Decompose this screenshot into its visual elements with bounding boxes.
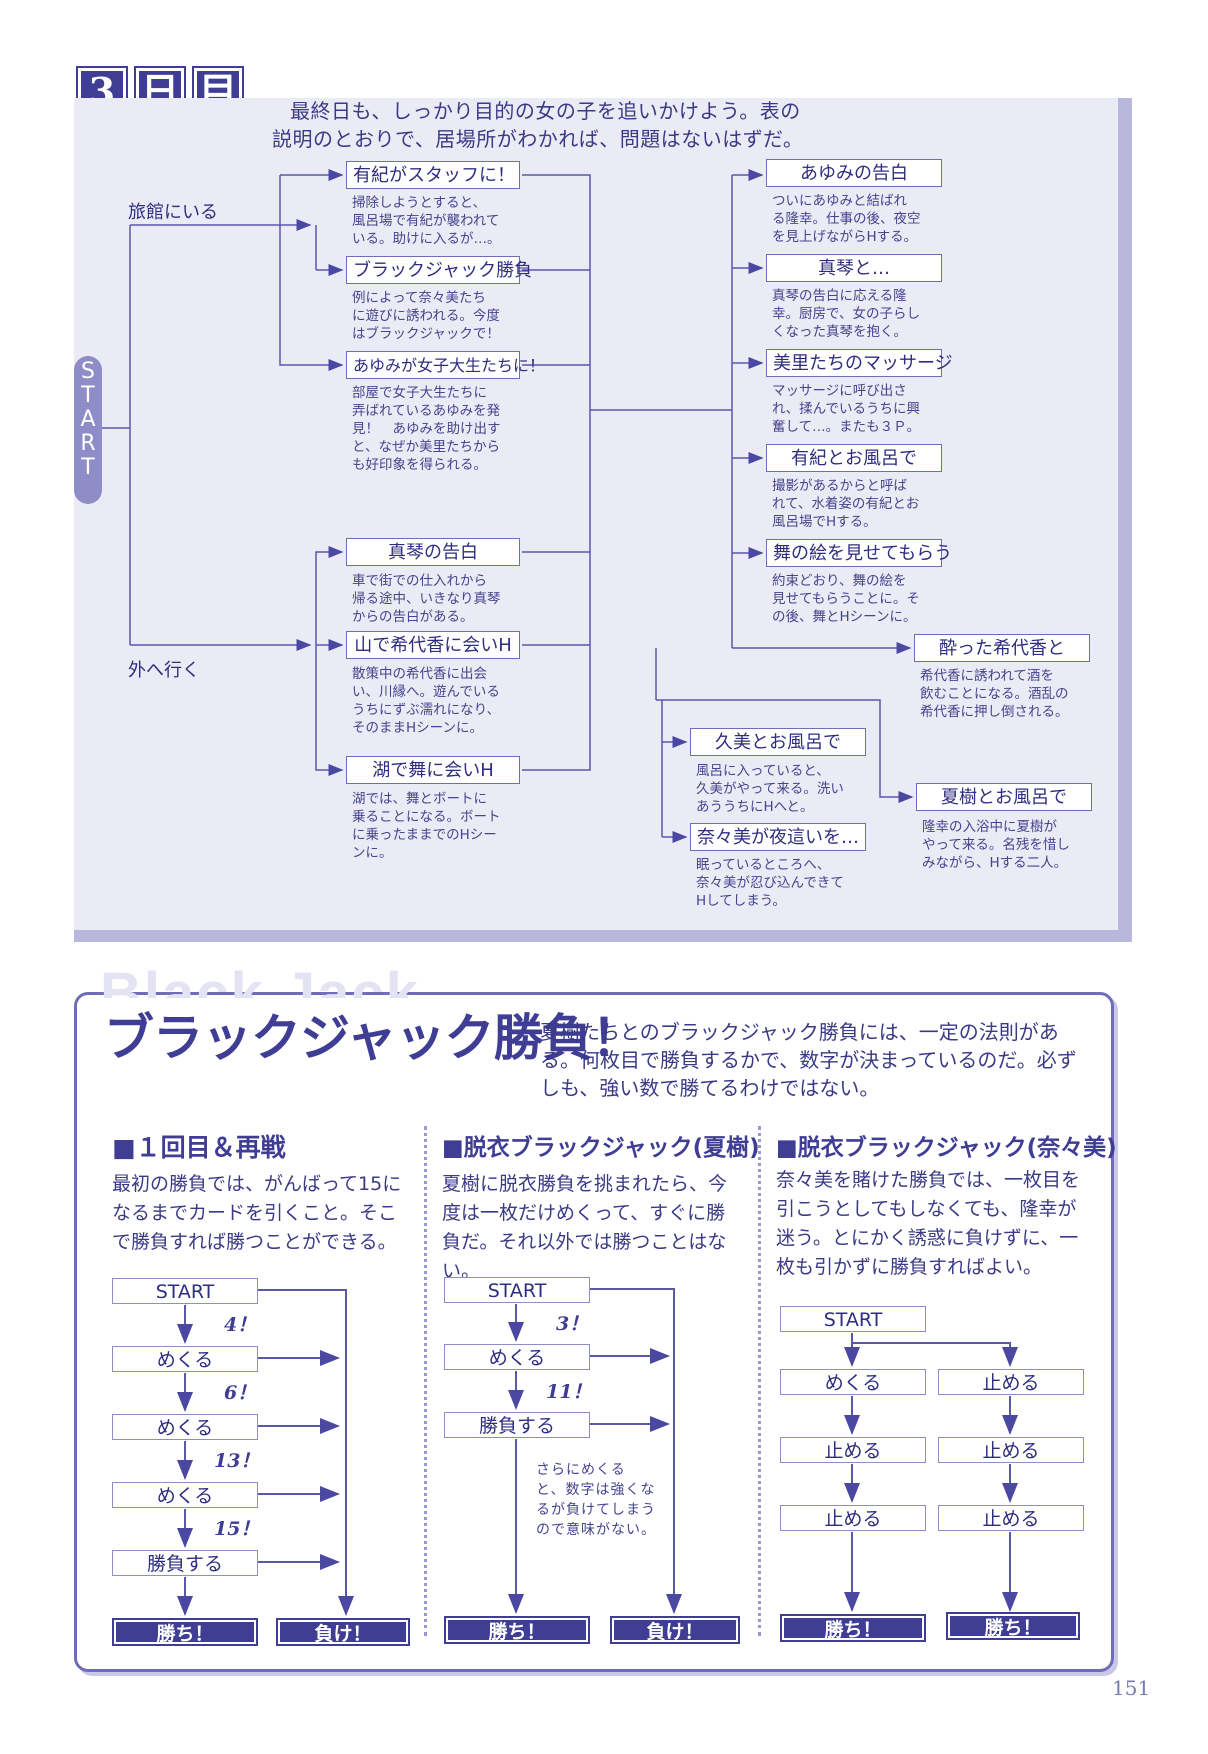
card-count: 15！	[214, 1518, 260, 1540]
branch-label-out: 外へ行く	[128, 660, 200, 681]
ending-description: 撮影があるからと呼ば れて、水着姿の有紀とお 風呂場でHする。	[772, 478, 920, 530]
column-text: 最初の勝負では、がんばって15になるまでカードを引くこと。そこで勝負すれば勝つこ…	[112, 1173, 402, 1253]
ending-node: 舞の絵を見せてもらう	[766, 539, 952, 567]
ending-description: マッサージに呼び出さ れ、揉んでいるうちに興 奮して…。またも３Ｐ。	[772, 383, 921, 435]
event-description: 例によって奈々美たち に遊びに誘われる。今度 はブラックジャックで！	[352, 290, 500, 342]
flow-step: めくる	[112, 1346, 258, 1372]
ending-description: 風呂に入っていると、 久美がやって来る。洗い あううちにHへと。	[696, 763, 844, 815]
ending-description: 約束どおり、舞の絵を 見せてもらうことに。そ の後、舞とHシーンに。	[772, 573, 920, 625]
event-node: 山で希代香に会いH	[346, 631, 520, 659]
ending-node: 美里たちのマッサージ	[766, 349, 953, 377]
flow-step: 勝負する	[444, 1412, 590, 1438]
intro-line-1: 最終日も、しっかり目的の女の子を追いかけよう。表の	[290, 99, 801, 123]
event-description: 散策中の希代香に出会 い、川縁へ。遊んでいる うちにずぶ濡れになり、 そのままH…	[352, 666, 501, 736]
event-node: あゆみが女子大生たちに！	[346, 351, 545, 379]
ending-node: 酔った希代香と	[914, 634, 1090, 662]
flow-step: めくる	[444, 1344, 590, 1370]
panel-shadow	[74, 930, 1132, 942]
card-count: 6！	[224, 1382, 257, 1404]
event-node: 湖で舞に会いH	[346, 756, 520, 784]
column-divider	[758, 1126, 761, 1636]
ending-description: ついにあゆみと結ばれ る隆幸。仕事の後、夜空 を見上げながらHする。	[772, 193, 921, 245]
event-node: ブラックジャック勝負	[346, 256, 532, 284]
column-heading: ■脱衣ブラックジャック(奈々美)	[776, 1135, 1117, 1161]
ending-node: 真琴と…	[766, 254, 942, 282]
column-heading: ■１回目＆再戦	[112, 1133, 286, 1162]
result-win: 勝ち！	[780, 1614, 926, 1642]
card-count: 3！	[556, 1313, 589, 1335]
column-divider	[424, 1126, 427, 1636]
flow-step: めくる	[112, 1482, 258, 1508]
page-number: 151	[1112, 1676, 1151, 1700]
event-description: 部屋で女子大生たちに 弄ばれているあゆみを発 見！ あゆみを助け出す と、なぜか…	[352, 385, 501, 473]
flow-step: 止める	[780, 1437, 926, 1463]
flow-step: めくる	[780, 1369, 926, 1395]
result-win: 勝ち！	[112, 1618, 258, 1646]
card-count: 4！	[224, 1314, 257, 1336]
ending-node: 久美とお風呂で	[690, 728, 866, 756]
ending-node: 有紀とお風呂で	[766, 444, 942, 472]
flow-start: START	[780, 1306, 926, 1332]
flow-start: START	[112, 1278, 258, 1304]
result-lose: 負け！	[610, 1616, 740, 1644]
ending-description: 真琴の告白に応える隆 幸。厨房で、女の子らし くなった真琴を抱く。	[772, 288, 920, 340]
flow-step: 止める	[938, 1369, 1084, 1395]
result-lose: 負け！	[276, 1618, 410, 1646]
event-node: 有紀がスタッフに！	[346, 161, 520, 189]
panel-shadow	[1118, 98, 1132, 940]
branch-label-inn: 旅館にいる	[128, 202, 218, 223]
event-description: 車で街での仕入れから 帰る途中、いきなり真琴 からの告白がある。	[352, 573, 501, 625]
ending-node: 奈々美が夜這いを…	[690, 823, 866, 851]
card-count: 13！	[214, 1450, 260, 1472]
ending-description: 希代香に誘われて酒を 飲むことになる。酒乱の 希代香に押し倒される。	[920, 668, 1069, 720]
ending-node: 夏樹とお風呂で	[916, 783, 1092, 811]
column-text: 奈々美を賭けた勝負では、一枚目を引こうとしてもしなくても、隆幸が迷う。とにかく誘…	[776, 1169, 1081, 1278]
flow-start: START	[444, 1277, 590, 1303]
flow-note: さらにめくる と、数字は強くな るが負けてしまう ので意味がない。	[536, 1462, 656, 1538]
flow-step: 止める	[780, 1505, 926, 1531]
flow-step: 止める	[938, 1437, 1084, 1463]
event-node: 真琴の告白	[346, 538, 520, 566]
ending-description: 眠っているところへ、 奈々美が忍び込んできて Hしてしまう。	[696, 857, 844, 909]
flow-step: 止める	[938, 1505, 1084, 1531]
result-win: 勝ち！	[444, 1616, 590, 1644]
column-heading: ■脱衣ブラックジャック(夏樹)	[442, 1135, 760, 1161]
intro-line-2: 説明のとおりで、居場所がわかれば、問題はないはずだ。	[272, 127, 804, 151]
ending-node: あゆみの告白	[766, 159, 942, 187]
card-count: 11！	[546, 1381, 592, 1403]
result-win: 勝ち！	[946, 1612, 1080, 1640]
event-description: 掃除しようとすると、 風呂場で有紀が襲われて いる。助けに入るが…。	[352, 195, 501, 247]
flow-step: 勝負する	[112, 1550, 258, 1576]
event-description: 湖では、舞とボートに 乗ることになる。ボート に乗ったままでのHシー ンに。	[352, 791, 501, 861]
section-title: ブラックジャック勝負！	[96, 998, 649, 1070]
flow-step: めくる	[112, 1414, 258, 1440]
ending-description: 隆幸の入浴中に夏樹が やって来る。名残を惜し みながら、Hする二人。	[922, 819, 1070, 871]
section-intro: 夏樹たちとのブラックジャック勝負には、一定の法則がある。何枚目で勝負するかで、数…	[540, 1020, 1077, 1100]
column-text: 夏樹に脱衣勝負を挑まれたら、今度は一枚だけめくって、すぐに勝負だ。それ以外では勝…	[442, 1173, 728, 1282]
